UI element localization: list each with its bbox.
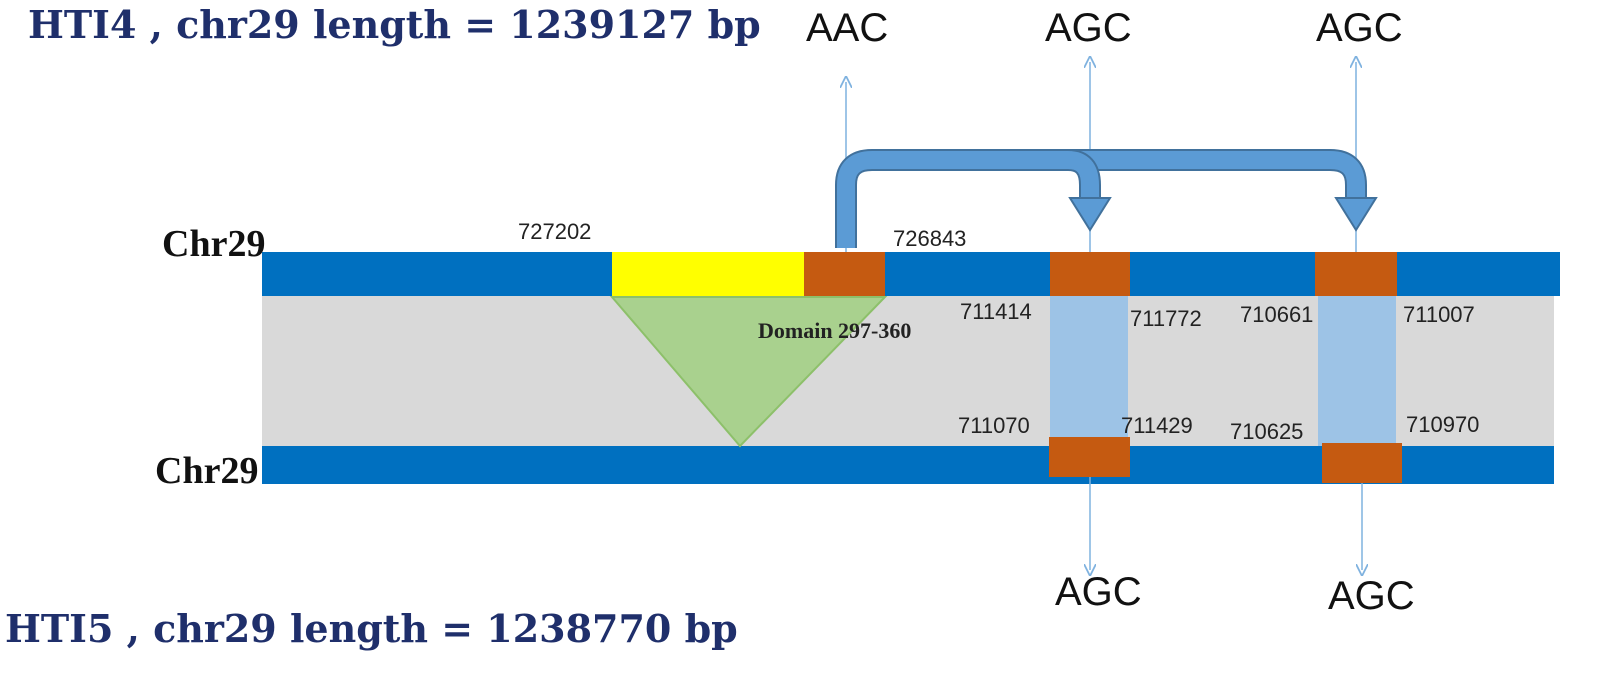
position-711414: 711414 (960, 299, 1032, 324)
link-block-1 (1050, 296, 1128, 446)
codon-top-aac: AAC (806, 6, 889, 50)
position-710970: 710970 (1406, 412, 1480, 437)
codon-bottom-agc-1: AGC (1055, 570, 1142, 614)
aac-segment (804, 252, 885, 296)
bottom-chromosome-label: Chr29 (155, 450, 259, 492)
position-710625: 710625 (1230, 419, 1304, 444)
duplication-curved-arrow (835, 149, 1378, 248)
top-chromosome-label: Chr29 (162, 223, 266, 265)
domain-label: Domain 297-360 (758, 318, 912, 343)
codon-top-agc-2: AGC (1316, 6, 1403, 50)
bottom-genome-title: HTI5 , chr29 length = 1238770 bp (5, 606, 738, 651)
position-727202: 727202 (518, 219, 592, 244)
codon-bottom-agc-2: AGC (1328, 574, 1415, 618)
position-711007: 711007 (1403, 302, 1475, 327)
position-711772: 711772 (1130, 306, 1202, 331)
domain-deletion-triangle (609, 296, 888, 448)
top-agc-segment-2 (1315, 252, 1397, 296)
top-agc-segment-1 (1050, 252, 1130, 296)
position-726843: 726843 (893, 226, 967, 251)
top-genome-title: HTI4 , chr29 length = 1239127 bp (28, 2, 761, 47)
link-block-2 (1318, 296, 1396, 446)
position-710661: 710661 (1240, 302, 1314, 327)
position-711070: 711070 (958, 413, 1030, 438)
bottom-agc-segment-1 (1049, 437, 1130, 477)
bottom-agc-segment-2 (1322, 443, 1402, 483)
domain-segment-yellow (612, 252, 804, 296)
codon-top-agc-1: AGC (1045, 6, 1132, 50)
position-711429: 711429 (1121, 413, 1193, 438)
